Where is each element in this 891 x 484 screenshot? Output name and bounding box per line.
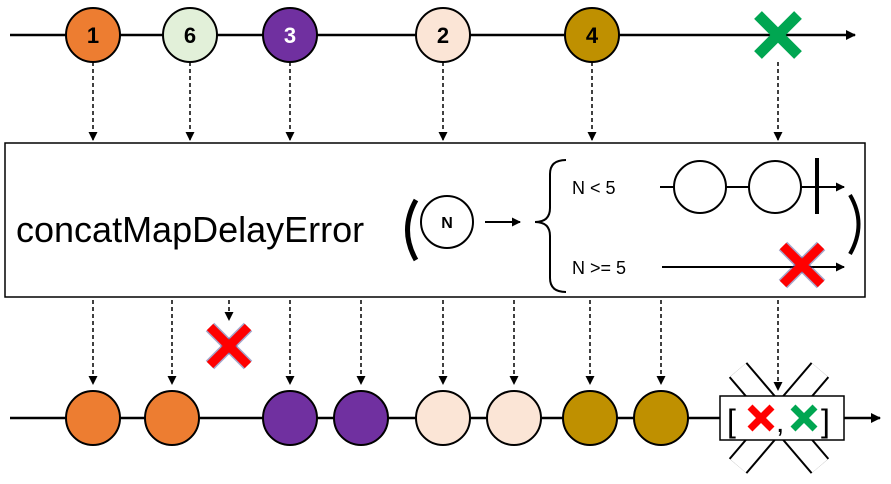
composite-error-box <box>719 395 845 441</box>
marble-circle <box>65 7 121 63</box>
branch-error-icon <box>778 241 826 289</box>
inner-error-icon <box>205 322 253 370</box>
source-marble-6: 6 <box>162 7 218 63</box>
output-connectors <box>88 300 783 391</box>
composite-close-bracket: ] <box>821 403 830 439</box>
marble-label: 4 <box>586 23 599 48</box>
marble-circle <box>564 7 620 63</box>
marble-circle <box>262 7 318 63</box>
output-marble <box>633 390 689 446</box>
inner-marble <box>748 160 802 214</box>
operator-input-label: N <box>441 215 453 232</box>
composite-separator: , <box>776 406 784 439</box>
close-paren <box>848 193 861 255</box>
branch-lt5-timeline <box>660 158 845 214</box>
source-marble-4: 4 <box>564 7 620 63</box>
composite-green-error-icon <box>790 404 818 432</box>
condition-gte5: N >= 5 <box>572 258 626 278</box>
marble-label: 2 <box>437 23 449 48</box>
marble-label: 3 <box>284 23 296 48</box>
operator-input-marble <box>420 195 474 249</box>
marble-label: 1 <box>87 23 99 48</box>
inner-marble <box>673 160 727 214</box>
marble-circle <box>415 7 471 63</box>
composite-red-error-icon <box>747 404 775 432</box>
composite-open-bracket: [ <box>727 403 736 439</box>
output-marble <box>65 390 121 446</box>
condition-brace <box>534 159 567 293</box>
open-paren <box>405 198 419 262</box>
source-marble-3: 3 <box>262 7 318 63</box>
operator-name: concatMapDelayError <box>16 209 364 250</box>
output-marble <box>262 390 318 446</box>
source-connectors <box>88 62 783 141</box>
output-marble <box>333 390 389 446</box>
output-marble <box>562 390 618 446</box>
output-marble <box>415 390 471 446</box>
source-marble-2: 2 <box>415 7 471 63</box>
output-marble <box>144 390 200 446</box>
output-marble <box>486 390 542 446</box>
source-error-icon <box>754 11 802 59</box>
marble-label: 6 <box>184 23 196 48</box>
condition-lt5: N < 5 <box>572 178 616 198</box>
marble-circle <box>162 7 218 63</box>
source-marble-1: 1 <box>65 7 121 63</box>
